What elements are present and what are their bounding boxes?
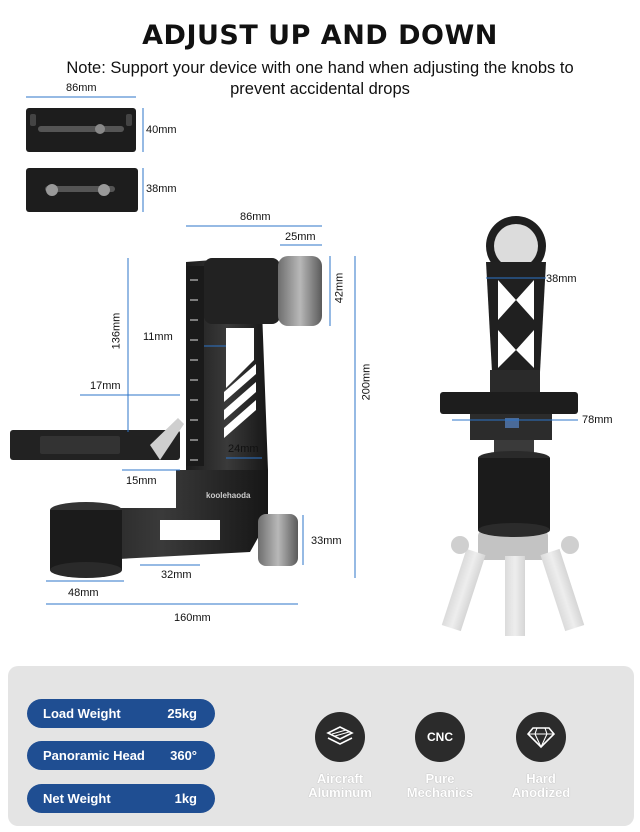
dim-inner-width: 24mm: [228, 443, 259, 455]
dim-clamp-gap: 15mm: [126, 475, 157, 487]
dim-plate2-height: 38mm: [146, 183, 177, 195]
feature-line1: Pure: [425, 771, 455, 786]
quick-release-plate-1: [26, 108, 136, 152]
dim-total-width: 160mm: [174, 612, 211, 624]
feature-label: Aircraft Aluminum: [295, 772, 385, 800]
feature-line2: Aluminum: [308, 785, 372, 800]
dim-base-width: 48mm: [68, 587, 99, 599]
dim-arm-height: 136mm: [110, 312, 123, 350]
feature-label: Pure Mechanics: [395, 772, 485, 800]
page-title: ADJUST UP AND DOWN: [142, 20, 498, 51]
layers-icon: [315, 712, 365, 762]
brand-label: koolehaoda: [206, 491, 251, 500]
feature-line2: Anodized: [511, 785, 571, 800]
dim-head-top-width: 86mm: [240, 211, 271, 223]
diamond-icon: [516, 712, 566, 762]
spec-value: 360°: [170, 748, 197, 763]
safety-note: Note: Support your device with one hand …: [0, 58, 640, 100]
dim-knob-height: 42mm: [333, 272, 346, 304]
dim-plate1-height: 40mm: [146, 124, 177, 136]
dim-total-height: 200mm: [360, 363, 373, 401]
feature-aircraft-aluminum: Aircraft Aluminum: [295, 712, 385, 800]
spec-load-weight: Load Weight 25kg: [27, 699, 215, 728]
spec-value: 25kg: [167, 706, 197, 721]
dim-base-offset: 32mm: [161, 569, 192, 581]
dim-plate-width: 86mm: [66, 82, 97, 94]
feature-pure-mechanics: CNC Pure Mechanics: [395, 712, 485, 800]
dim-knob-width: 25mm: [285, 231, 316, 243]
feature-label: Hard Anodized: [496, 772, 586, 800]
spec-label: Net Weight: [43, 791, 111, 806]
spec-label: Load Weight: [43, 706, 121, 721]
spec-net-weight: Net Weight 1kg: [27, 784, 215, 813]
feature-hard-anodized: Hard Anodized: [496, 712, 586, 800]
dim-slot-width: 11mm: [143, 331, 173, 343]
specs-panel: Load Weight 25kg Panoramic Head 360° Net…: [8, 666, 634, 826]
feature-line1: Aircraft: [316, 771, 364, 786]
spec-label: Panoramic Head: [43, 748, 145, 763]
side-view-gimbal: [440, 216, 585, 636]
spec-panoramic-head: Panoramic Head 360°: [27, 741, 215, 770]
dim-lower-knob: 33mm: [311, 535, 342, 547]
cnc-badge: CNC: [427, 730, 453, 744]
quick-release-plate-2: [26, 168, 138, 212]
dim-side-width: 38mm: [546, 273, 577, 285]
dim-side-clamp: 78mm: [582, 414, 613, 426]
feature-line2: Mechanics: [406, 785, 474, 800]
spec-value: 1kg: [174, 791, 197, 806]
gimbal-head-body: [10, 256, 322, 578]
note-text: Note: Support your device with one hand …: [66, 59, 574, 98]
product-illustration: [10, 96, 585, 636]
feature-line1: Hard: [526, 771, 556, 786]
cnc-icon: CNC: [415, 712, 465, 762]
dim-clamp-offset: 17mm: [90, 380, 121, 392]
